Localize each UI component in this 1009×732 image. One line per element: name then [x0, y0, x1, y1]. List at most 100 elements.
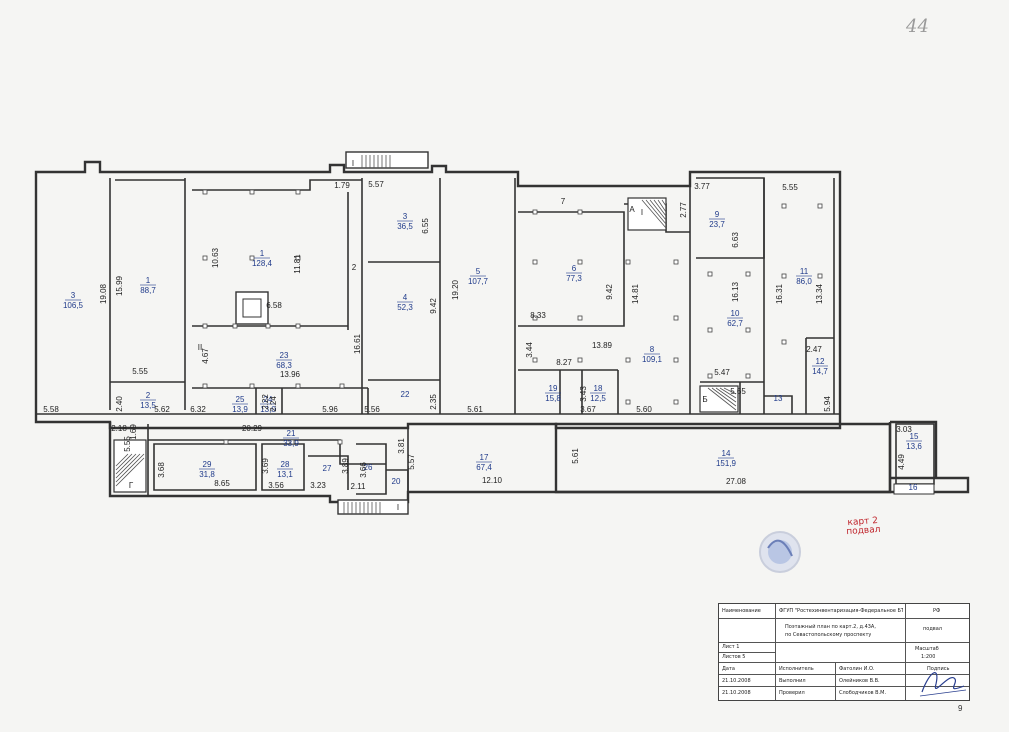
dimension-label: 10.63 [211, 247, 220, 268]
dimension-label: 2.11 [351, 482, 367, 491]
column-mark [707, 271, 713, 277]
room-number-label: 15 [910, 432, 919, 441]
column-mark [781, 339, 787, 345]
room-area-label: 68,3 [276, 361, 292, 370]
column-mark [532, 357, 538, 363]
room-number-label: 16 [909, 483, 918, 492]
room-number-label: 24 [264, 395, 273, 404]
column-mark [673, 399, 679, 405]
tb-cell-date-1: 21.10.2008 [722, 678, 751, 684]
column-mark [577, 357, 583, 363]
title-block: Наименование ФГУП "Ростехинвентаризация-… [718, 603, 970, 701]
dimension-label: 3.67 [580, 405, 596, 414]
dimension-label: 3.77 [694, 182, 710, 191]
dimension-label: 5.96 [322, 405, 338, 414]
room-number-label: 3 [403, 212, 408, 221]
wall-room-25-24 [255, 388, 369, 414]
dimension-label: 8.27 [556, 358, 572, 367]
hologram-seal-icon [759, 531, 801, 573]
handwritten-signature-icon [919, 672, 967, 697]
marker-label: Б [702, 395, 707, 404]
dimension-label: 3.56 [268, 481, 284, 490]
dimension-label: 27.08 [726, 477, 747, 486]
column-mark [202, 383, 208, 389]
tb-cell-scale: 1:200 [921, 654, 936, 660]
room-number-label: 28 [281, 460, 290, 469]
stair-a [627, 197, 667, 231]
room-area-label: 12,5 [590, 394, 606, 403]
sheet-top-mark: 44 [906, 16, 929, 37]
dimension-label: 4.67 [201, 348, 210, 364]
column-mark [745, 373, 751, 379]
marker-label: I [397, 503, 399, 512]
tb-cell-checked-name: Слободчиков В.М. [839, 690, 887, 696]
column-mark [707, 327, 713, 333]
room-number-label: 4 [403, 293, 408, 302]
dimension-label: 2.24 [269, 396, 278, 412]
dimension-label: 3.69 [261, 458, 270, 474]
dimension-label: 3.43 [579, 386, 588, 402]
dimension-label: 5.56 [364, 405, 380, 414]
room-number-label: 1 [146, 276, 151, 285]
room-area-label: 33,9 [283, 439, 299, 448]
room-number-label: 23 [280, 351, 289, 360]
tb-cell-scale-label: Масштаб [915, 646, 939, 652]
dimension-label: 14.81 [631, 283, 640, 304]
room-area-label: 77,3 [566, 274, 582, 283]
room-area-label: 52,3 [397, 303, 413, 312]
dimension-label: 5.61 [467, 405, 483, 414]
dimension-label: 5.55 [782, 183, 798, 192]
room-number-label: 27 [323, 464, 332, 473]
room-area-label: 62,7 [727, 319, 743, 328]
stair-b [699, 385, 739, 413]
room-number-label: 29 [203, 460, 212, 469]
room-number-label: 22 [401, 390, 410, 399]
dimension-label: 7 [561, 197, 566, 206]
room-number-label: 13 [774, 394, 783, 403]
room-labels: 3106,5188,7213,51128,42368,32513,92413,0… [63, 210, 922, 492]
dimension-label: 13.96 [280, 370, 301, 379]
room-area-label: 14,7 [812, 367, 828, 376]
column-mark [625, 399, 631, 405]
dimension-label: 19.08 [99, 283, 108, 304]
dimension-label: 16.61 [353, 333, 362, 354]
tb-cell-checked: Проверил [779, 690, 805, 696]
tb-cell-executor-name: Фатолин И.О. [839, 666, 875, 672]
column-mark [577, 259, 583, 265]
dimension-label: 5.58 [43, 405, 59, 414]
dimension-label: 3.68 [157, 462, 166, 478]
dimension-label: 9.42 [429, 298, 438, 314]
room-area-label: 13,6 [906, 442, 922, 451]
column-mark [781, 203, 787, 209]
room-area-label: 109,1 [642, 355, 663, 364]
tb-cell-floor: подвал [923, 626, 942, 632]
wall-room-29 [153, 443, 257, 491]
wall-room-5 [439, 178, 516, 414]
column-mark [532, 315, 538, 321]
column-mark [707, 373, 713, 379]
room-area-label: 151,9 [716, 459, 737, 468]
room-number-label: 10 [731, 309, 740, 318]
marker-label: I [641, 208, 643, 217]
tb-cell-signature: Подпись [927, 666, 950, 672]
column-mark [577, 315, 583, 321]
tb-cell-rf: РФ [933, 608, 941, 614]
column-mark [223, 439, 229, 445]
room-area-label: 13,0 [260, 405, 276, 414]
column-mark [745, 327, 751, 333]
wall-room-6 [518, 211, 625, 327]
column-mark [249, 383, 255, 389]
column-mark [532, 209, 538, 215]
dimension-label: 9.42 [605, 284, 614, 300]
tb-cell-executor: Исполнитель [779, 666, 814, 672]
column-mark [673, 315, 679, 321]
tb-cell-date: Дата [722, 666, 735, 672]
column-mark [781, 273, 787, 279]
wall-room-19-18 [518, 369, 619, 414]
dimension-label: 5.60 [636, 405, 652, 414]
column-mark [295, 255, 301, 261]
room-area-label: 128,4 [252, 259, 273, 268]
stair-north-1 [345, 151, 429, 169]
dimension-label: 1.79 [334, 181, 350, 190]
